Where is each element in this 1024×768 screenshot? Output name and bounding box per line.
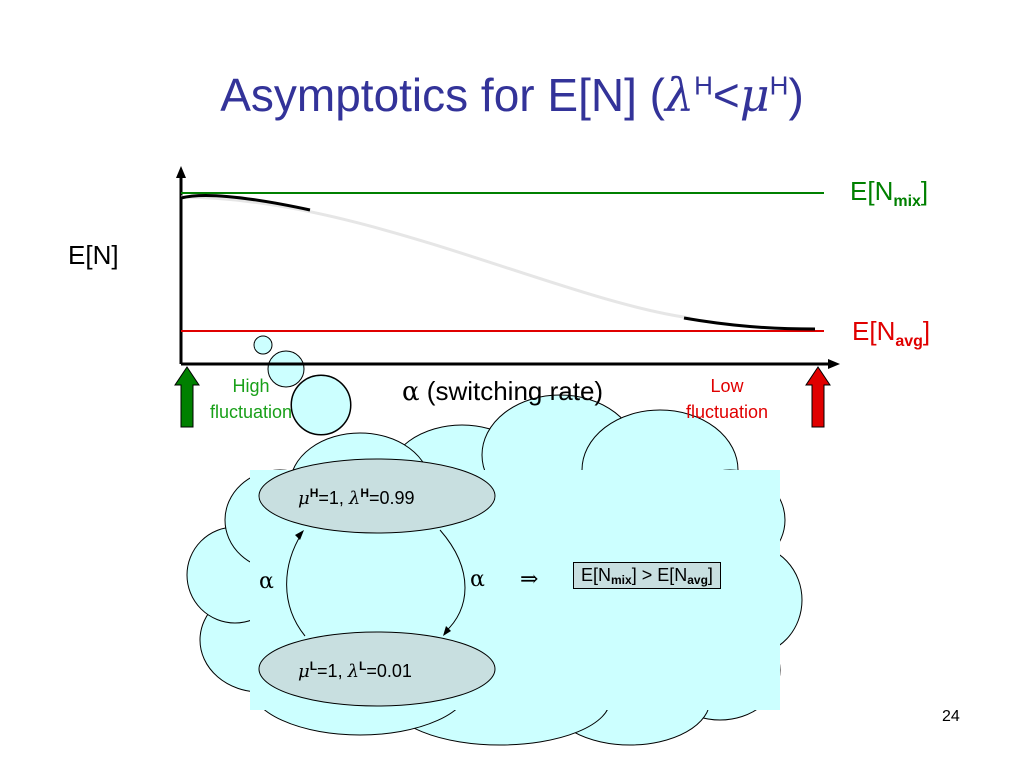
- green-up-arrow: [174, 366, 200, 428]
- title-close-paren: ): [788, 69, 804, 121]
- x-axis-label: α (switching rate): [402, 376, 604, 407]
- low-fluctuation-label: Low fluctuation: [686, 376, 769, 422]
- thought-bubble-cover: [291, 375, 351, 435]
- thought-bubble-small: [253, 335, 273, 355]
- title-text: Asymptotics for E[N] (: [220, 69, 665, 121]
- thought-bubble-medium: [267, 350, 305, 388]
- y-axis-label: E[N]: [68, 240, 119, 270]
- alpha-left-label: α: [259, 569, 274, 594]
- arrowhead-low-to-high: [295, 530, 304, 540]
- title-sup-1: H: [694, 70, 713, 101]
- title-less-than: <: [712, 69, 740, 121]
- result-box: E[Nmix] > E[Navg]: [573, 562, 721, 589]
- mix-label: E[Nmix]: [850, 176, 929, 210]
- state-high-label: μH=1, λH=0.99: [298, 486, 415, 509]
- high-fluctuation-label: High fluctuation: [210, 376, 293, 422]
- title-lambda: λ: [664, 68, 695, 122]
- arrowhead-high-to-low: [443, 626, 451, 636]
- state-low-label: μL=1, λL=0.01: [298, 659, 412, 682]
- transition-low-to-high: [286, 532, 306, 637]
- implies-symbol: ⇒: [520, 567, 539, 592]
- curve-end: [683, 316, 816, 331]
- slide-title: Asymptotics for E[N] (λH<μH): [0, 68, 1024, 122]
- page-number: 24: [942, 708, 960, 725]
- x-axis-arrow: [828, 359, 840, 369]
- alpha-right-label: α: [470, 567, 485, 592]
- state-high-ellipse: [258, 458, 496, 534]
- title-mu: μ: [739, 68, 770, 122]
- state-low-ellipse: [258, 631, 496, 707]
- curve-start: [180, 194, 311, 212]
- y-axis-arrow: [176, 166, 186, 178]
- transition-high-to-low: [439, 529, 466, 633]
- avg-label: E[Navg]: [852, 316, 931, 350]
- red-up-arrow: [805, 366, 831, 428]
- title-sup-2: H: [769, 70, 789, 101]
- curve-middle: [180, 195, 691, 320]
